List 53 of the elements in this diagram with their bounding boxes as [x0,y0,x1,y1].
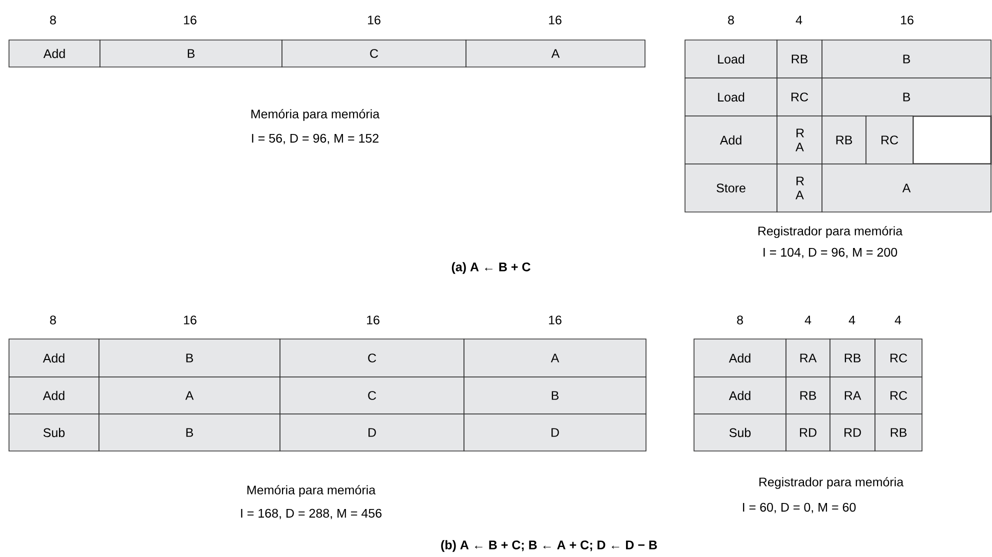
table-cell: RB [786,376,830,414]
table-cell: RC [874,338,922,378]
table-cell: Add [8,338,100,378]
table-cell: B [100,40,282,68]
caption-text: I = 104, D = 96, M = 200 [764,248,898,258]
table-cell: D [464,414,646,452]
table-cell: RA [830,376,876,414]
bit-width-label: 16 [549,316,562,324]
table-cell: C [282,40,466,68]
caption-text: Memória para memória [247,485,376,497]
table-cell: RB [830,338,876,378]
bit-width-label: 8 [50,16,56,24]
table-cell: RC [874,376,922,414]
bit-width-label: 4 [894,316,902,324]
table-cell: RB [874,414,922,452]
bit-width-label: 16 [367,316,380,324]
table-cell: R A [776,164,822,212]
caption-text: Registrador para memória [759,477,904,489]
table-cell: Add [8,40,100,68]
bit-width-label: 16 [549,16,562,24]
table-cell: RA [786,338,830,378]
caption-text: Memória para memória [251,109,380,121]
table-cell: RC [866,116,914,164]
subfigure-caption: (a) A ← B + C [452,262,530,274]
bit-width-label: 8 [737,316,743,324]
bit-width-label: 4 [848,316,856,324]
table-cell: B [464,376,646,414]
table-cell: RC [776,78,822,116]
bit-width-label: 16 [184,316,196,324]
table-cell: A [466,40,646,68]
bit-width-label: 4 [804,316,812,324]
bit-width-label: 16 [368,16,380,24]
caption-text: I = 60, D = 0, M = 60 [743,502,856,514]
table-cell: C [280,376,464,414]
table-cell: D [280,414,464,452]
bit-width-label: 4 [796,16,802,24]
table-cell: RD [786,414,830,452]
table-cell: Sub [8,414,100,452]
table-cell: RB [822,116,866,164]
table-cell: R A [776,116,822,164]
bit-width-label: 16 [901,16,914,24]
bit-width-label: 8 [728,16,734,24]
table-cell: C [280,338,464,378]
bit-width-label: 16 [184,16,196,24]
table-cell: RB [776,40,822,78]
table-cell: A [464,338,646,378]
caption-text: Registrador para memória [758,226,903,238]
caption-text: I = 168, D = 288, M = 456 [241,508,382,520]
bit-width-label: 8 [50,316,56,324]
table-cell: Add [8,376,100,414]
caption-text: I = 56, D = 96, M = 152 [252,134,378,144]
subfigure-caption: (b) A ← B + C; B ← A + C; D ← D − B [441,540,657,552]
table-cell: RD [830,414,876,452]
